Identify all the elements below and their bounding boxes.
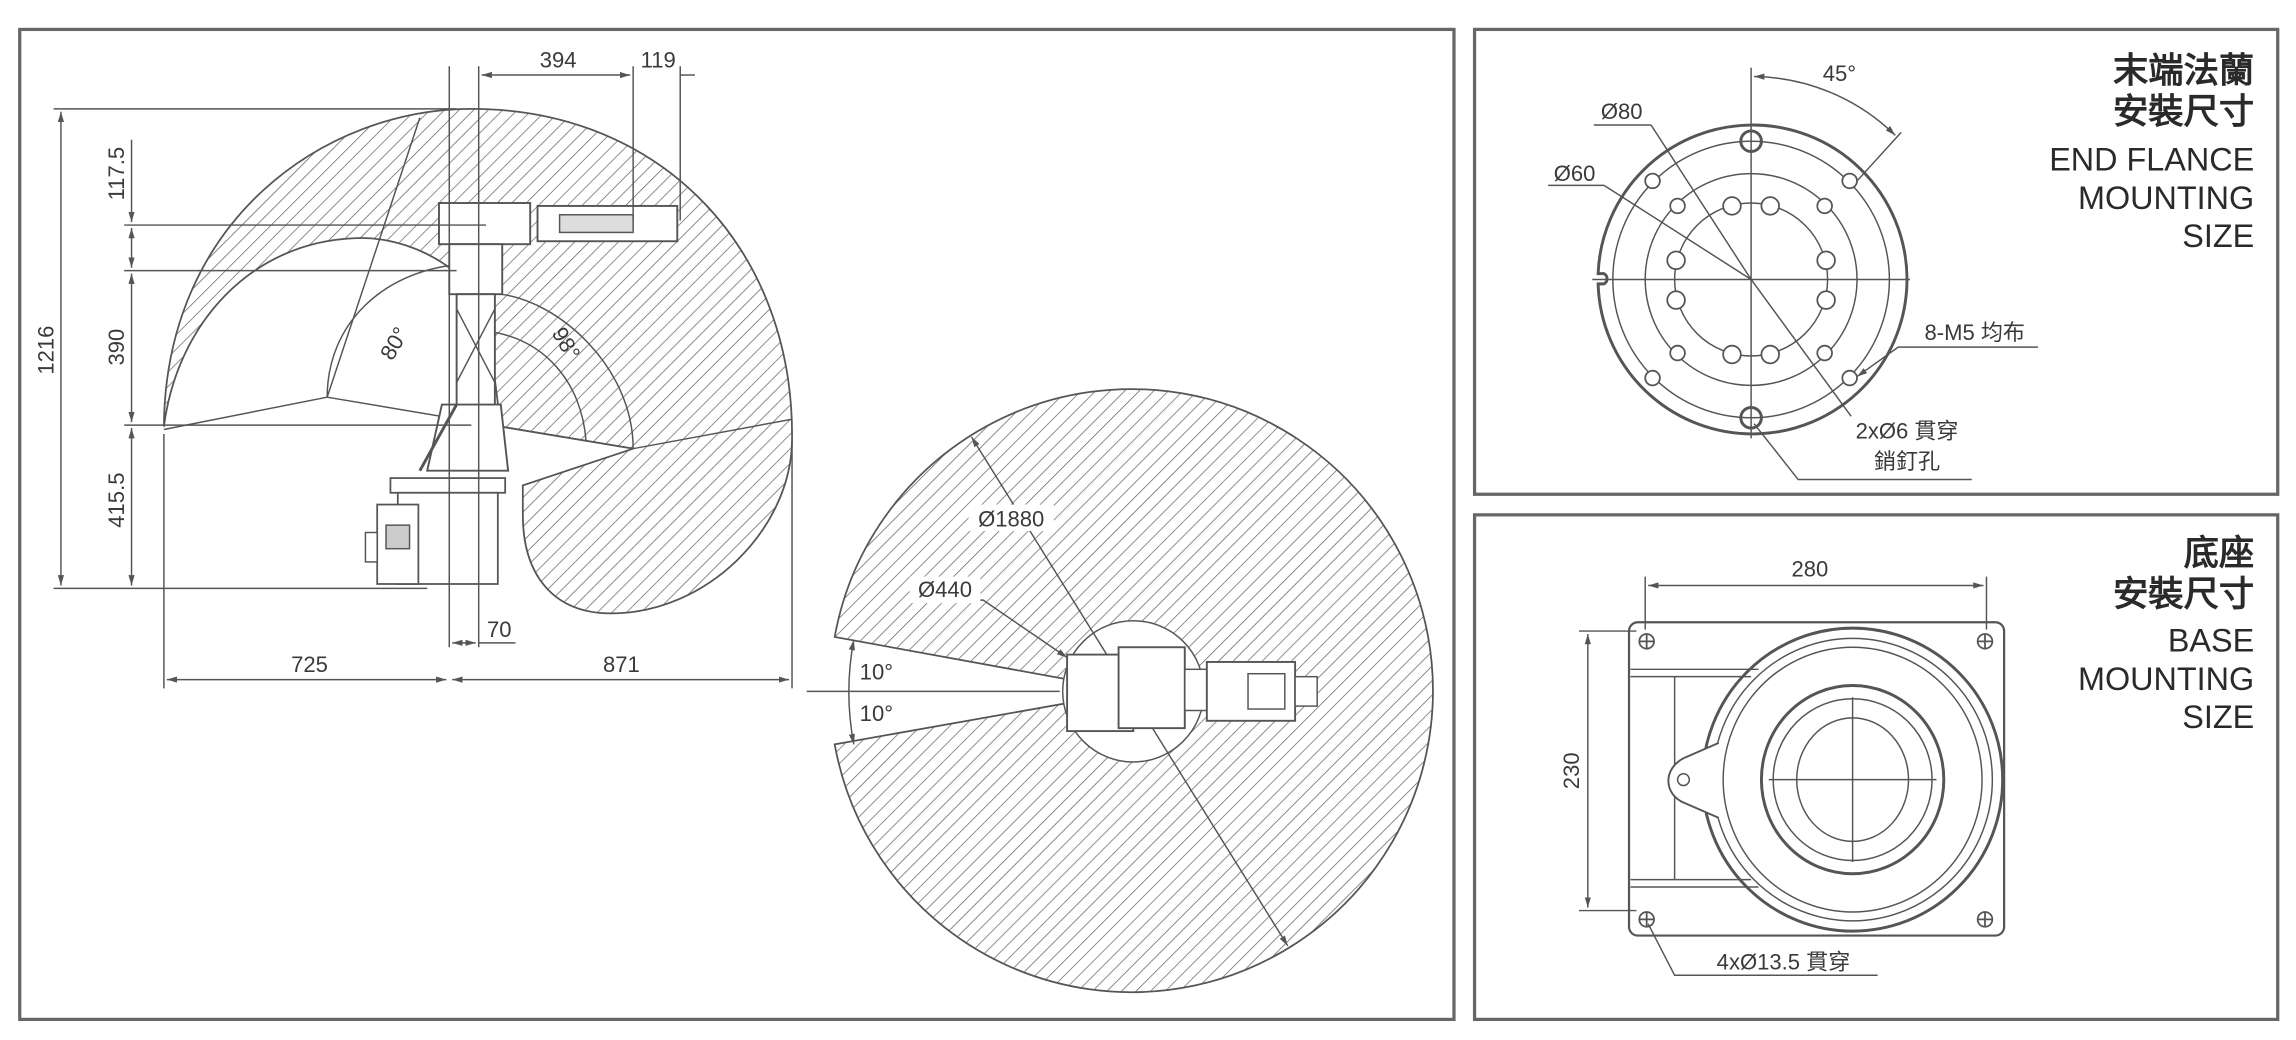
robot-side-view bbox=[364, 66, 679, 648]
dim-h-mid: 390 bbox=[104, 329, 129, 366]
flange-title-en-3: SIZE bbox=[2182, 218, 2254, 254]
dim-offset: 70 bbox=[487, 617, 512, 642]
dim-wrist-length: 119 bbox=[641, 48, 676, 73]
dim-reach-left: 725 bbox=[291, 652, 328, 677]
dim-total-height: 1216 bbox=[34, 326, 59, 375]
flange-title-cn-2: 安裝尺寸 bbox=[2113, 93, 2254, 132]
base-title-cn-2: 安裝尺寸 bbox=[2113, 575, 2254, 614]
flange-title-cn-1: 末端法蘭 bbox=[2113, 51, 2254, 90]
dim-outer-diameter: Ø1880 bbox=[978, 507, 1044, 532]
end-flange-panel: 45° Ø80 Ø60 8-M5 均布 2xØ6 貫穿 銷釘孔 末端法蘭 安裝尺… bbox=[1472, 27, 2280, 496]
dim-reach-right: 871 bbox=[603, 652, 640, 677]
flange-angle: 45° bbox=[1823, 61, 1856, 86]
workspace-panel: 1216 117.5 390 415.5 725 871 70 394 bbox=[18, 27, 1456, 1022]
base-panel: 280 230 4xØ13.5 貫穿 底座 安裝尺寸 BASE MOUNTING… bbox=[1472, 513, 2280, 1022]
flange-dia-60: Ø60 bbox=[1554, 161, 1596, 186]
base-title-en-2: MOUNTING bbox=[2078, 661, 2254, 697]
flange-pin-note-1: 2xØ6 貫穿 bbox=[1856, 418, 1959, 443]
flange-title-en-2: MOUNTING bbox=[2078, 180, 2254, 216]
robot-top-view bbox=[1066, 646, 1318, 733]
base-title-en-1: BASE bbox=[2168, 623, 2254, 659]
base-title-cn-1: 底座 bbox=[2184, 534, 2255, 573]
base-width: 280 bbox=[1792, 557, 1829, 582]
dim-arm-length: 394 bbox=[540, 48, 577, 73]
dim-h-base: 415.5 bbox=[104, 473, 129, 528]
dim-inner-diameter: Ø440 bbox=[918, 577, 972, 602]
flange-thread-note: 8-M5 均布 bbox=[1924, 320, 2024, 345]
flange-drawing bbox=[1548, 67, 2038, 481]
angle-10-down: 10° bbox=[860, 701, 893, 726]
top-view-dimensions: Ø1880 Ø440 10° 10° bbox=[860, 504, 1054, 726]
dim-h-top: 117.5 bbox=[104, 147, 129, 201]
base-height: 230 bbox=[1559, 752, 1584, 789]
base-title-en-3: SIZE bbox=[2182, 699, 2254, 735]
base-drawing bbox=[1579, 576, 2006, 977]
flange-dia-80: Ø80 bbox=[1601, 99, 1643, 124]
angle-10-up: 10° bbox=[860, 660, 893, 685]
flange-title-en-1: END FLANCE bbox=[2049, 142, 2254, 178]
flange-pin-note-2: 銷釘孔 bbox=[1874, 449, 1940, 474]
side-view-dimensions: 1216 117.5 390 415.5 725 871 70 394 bbox=[34, 48, 793, 689]
base-hole-note: 4xØ13.5 貫穿 bbox=[1717, 949, 1851, 974]
